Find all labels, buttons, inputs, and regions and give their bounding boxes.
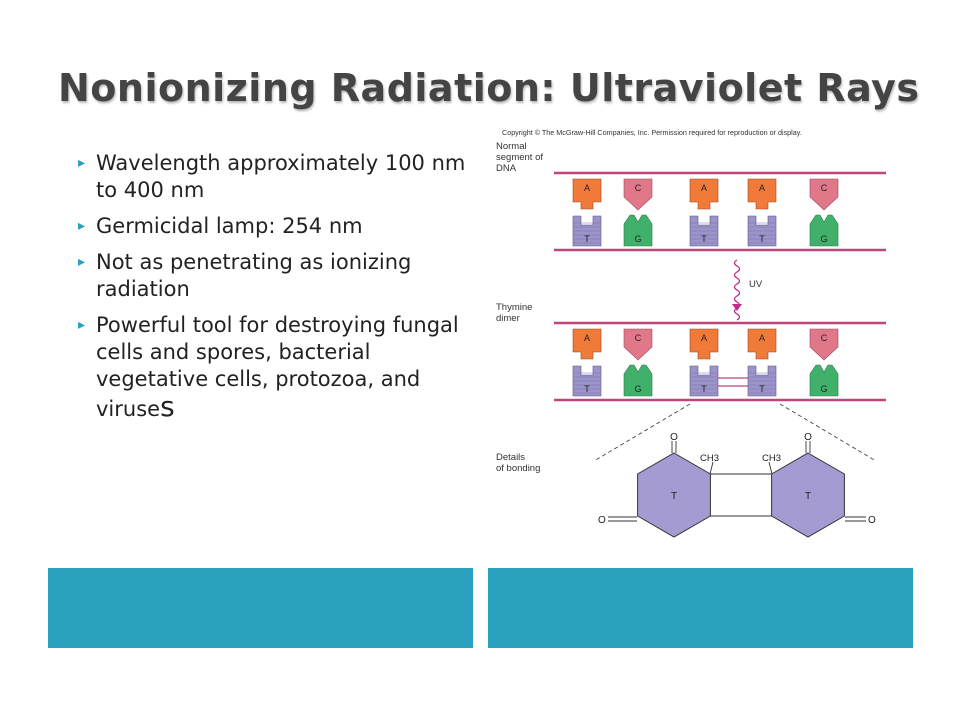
label-details-bonding: Details [496, 452, 525, 463]
bullet-text: Germicidal lamp: 254 nm [96, 214, 363, 238]
ring-letter: T [671, 491, 677, 502]
zoom-line [779, 403, 877, 462]
base-letter: C [821, 333, 828, 343]
thymine-dimer-figure: Copyright © The McGraw-Hill Companies, I… [494, 124, 888, 540]
label-normal-segment: DNA [496, 163, 517, 174]
base-letter: A [584, 183, 590, 193]
base-letter: T [701, 384, 707, 394]
base-adenine [747, 178, 777, 210]
methyl-bond [709, 461, 714, 475]
bullet-text: Wavelength approximately 100 nm to 400 n… [96, 151, 466, 202]
base-letter: C [635, 183, 642, 193]
base-letter: T [584, 234, 590, 244]
footer-bar-right [488, 568, 913, 648]
base-adenine [572, 328, 602, 360]
base-letter: A [759, 333, 765, 343]
label-normal-segment: segment of [496, 152, 543, 163]
bullet-item: Not as penetrating as ionizing radiation [78, 249, 478, 303]
base-letter: A [759, 183, 765, 193]
label-thymine-dimer: Thymine [496, 302, 532, 313]
bullet-text: Not as penetrating as ionizing radiation [96, 250, 412, 301]
slide-title: Nonionizing Radiation: Ultraviolet Rays [58, 66, 920, 110]
base-letter: A [701, 333, 707, 343]
methyl-bond [768, 461, 773, 475]
bullet-text: Powerful tool for destroying fungal cell… [96, 313, 459, 421]
label-details-bonding: of bonding [496, 463, 540, 474]
uv-wave-icon [733, 259, 741, 321]
oxygen-label: O [598, 515, 606, 526]
base-guanine [623, 364, 653, 397]
base-guanine [809, 214, 839, 247]
base-adenine [747, 328, 777, 360]
base-cytosine [623, 178, 653, 211]
base-letter: G [634, 234, 641, 244]
base-cytosine [809, 328, 839, 361]
base-adenine [689, 328, 719, 360]
oxygen-label: O [670, 432, 678, 443]
ring-letter: T [805, 491, 811, 502]
bullet-item: Wavelength approximately 100 nm to 400 n… [78, 150, 478, 204]
base-letter: G [820, 234, 827, 244]
bullet-list: Wavelength approximately 100 nm to 400 n… [78, 150, 478, 432]
base-guanine [809, 364, 839, 397]
uv-label: UV [749, 279, 763, 290]
footer-bar-left [48, 568, 473, 648]
base-letter: A [584, 333, 590, 343]
base-letter: C [821, 183, 828, 193]
bullet-item: Germicidal lamp: 254 nm [78, 213, 478, 240]
copyright-notice: Copyright © The McGraw-Hill Companies, I… [502, 128, 802, 137]
base-letter: T [759, 384, 765, 394]
bullet-text-tail: s [160, 390, 175, 423]
base-adenine [689, 178, 719, 210]
base-letter: G [820, 384, 827, 394]
base-letter: A [701, 183, 707, 193]
base-letter: T [759, 234, 765, 244]
base-cytosine [809, 178, 839, 211]
oxygen-label: O [868, 515, 876, 526]
base-letter: T [584, 384, 590, 394]
methyl-label: CH3 [762, 453, 781, 464]
label-thymine-dimer: dimer [496, 313, 520, 324]
label-normal-segment: Normal [496, 141, 527, 152]
uv-arrowhead-icon [732, 304, 742, 311]
base-letter: C [635, 333, 642, 343]
base-cytosine [623, 328, 653, 361]
methyl-label: CH3 [700, 453, 719, 464]
oxygen-label: O [804, 432, 812, 443]
zoom-line [593, 403, 691, 462]
base-adenine [572, 178, 602, 210]
base-letter: T [701, 234, 707, 244]
bullet-item: Powerful tool for destroying fungal cell… [78, 312, 478, 423]
base-guanine [623, 214, 653, 247]
base-letter: G [634, 384, 641, 394]
dna-diagram: Copyright © The McGraw-Hill Companies, I… [496, 128, 886, 538]
